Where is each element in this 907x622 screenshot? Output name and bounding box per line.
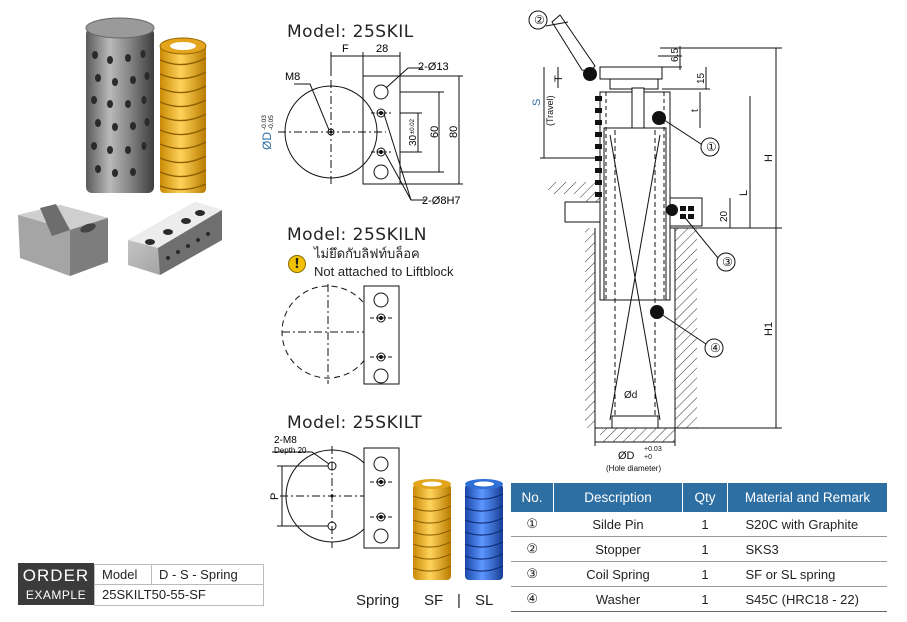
model-skil-title: Model: 25SKIL: [287, 22, 414, 42]
label-6-5: 6.5: [670, 48, 681, 62]
callout-1: ①: [706, 140, 717, 154]
model-skilt-drawing: 2-M8 Depth 20 P: [269, 435, 400, 549]
dim-p: P: [269, 493, 281, 500]
spring-sl-label: SL: [475, 592, 494, 609]
col-no: No.: [511, 483, 554, 512]
callout-2: ②: [534, 13, 545, 27]
row-no: ①: [511, 512, 554, 537]
dim-depth-20: Depth 20: [274, 446, 307, 455]
spec-table: No. Description Qty Material and Remark …: [511, 483, 887, 612]
spring-sf-label: SF: [424, 592, 444, 609]
col-material: Material and Remark: [727, 483, 887, 512]
spec-table-header: No. Description Qty Material and Remark: [511, 483, 887, 512]
order-example-badge: ORDER EXAMPLE: [18, 563, 94, 605]
assembly-drawing: ② ① ③ ④ T S (Travel) 6.5 15 t H L 20 H1 …: [528, 10, 782, 473]
col-description: Description: [553, 483, 683, 512]
label-15: 15: [696, 72, 707, 84]
lift-block-photo: [128, 202, 222, 275]
label-travel: (Travel): [545, 95, 555, 126]
label-tol-plus: +0.03: [644, 446, 662, 453]
row-no: ②: [511, 536, 554, 562]
dim-2-m8: 2-M8: [274, 435, 297, 446]
dim-m8: M8: [285, 71, 300, 83]
model-skiln-title: Model: 25SKILN: [287, 225, 427, 245]
coil-spring-photo: [159, 37, 207, 193]
dim-28: 28: [376, 43, 388, 55]
model-skiln-note-thai: ไม่ยึดกับลิฟท์บล็อค: [314, 246, 420, 261]
order-title: ORDER: [22, 566, 90, 585]
dim-80: 80: [448, 126, 460, 138]
slide-pin-photo: [85, 17, 155, 193]
dim-2-13: 2-Ø13: [418, 61, 449, 73]
label-s: S: [531, 99, 543, 106]
dim-d: ØD: [260, 132, 274, 150]
dim-d-tol-top: -0.03: [261, 115, 268, 130]
model-skilt-title: Model: 25SKILT: [287, 413, 423, 433]
dim-30-tol: ±0.02: [410, 118, 416, 134]
spring-samples: [412, 479, 504, 580]
model-skiln-note-en: Not attached to Liftblock: [314, 264, 454, 279]
row-description: Coil Spring: [553, 561, 683, 587]
dim-30: 30: [408, 134, 419, 146]
order-model-label: Model: [94, 564, 151, 585]
label-hole-diameter: (Hole diameter): [606, 464, 661, 473]
row-qty: 1: [682, 512, 728, 537]
warning-icon: !: [288, 255, 306, 273]
row-material: SF or SL spring: [727, 561, 887, 587]
label-tol-zero: +0: [644, 454, 652, 461]
label-t-small: t: [690, 109, 701, 112]
row-no: ④: [511, 586, 554, 612]
row-qty: 1: [682, 586, 728, 612]
col-qty: Qty: [682, 483, 728, 512]
spring-sf-yellow: [412, 479, 452, 580]
dim-f: F: [342, 43, 349, 55]
table-row: ② Stopper 1 SKS3: [511, 536, 887, 562]
dim-60: 60: [429, 126, 441, 138]
label-phi-D: ØD: [618, 450, 635, 462]
row-description: Silde Pin: [553, 512, 683, 537]
callout-4: ④: [710, 341, 721, 355]
spring-label: Spring: [356, 592, 400, 609]
label-l: L: [738, 190, 750, 196]
row-description: Stopper: [553, 536, 683, 562]
label-h: H: [763, 154, 775, 162]
label-20: 20: [719, 210, 730, 222]
label-phi-d: Ød: [624, 390, 637, 401]
spring-sl-blue: [464, 479, 504, 580]
product-photos: [18, 17, 222, 276]
row-qty: 1: [682, 561, 728, 587]
row-material: S45C (HRC18 - 22): [727, 586, 887, 612]
order-format: D - S - Spring: [151, 564, 264, 585]
row-description: Washer: [553, 586, 683, 612]
dim-2-8h7: 2-Ø8H7: [422, 195, 461, 207]
order-example-value: 25SKILT50-55-SF: [94, 585, 264, 606]
dim-d-tol-bottom: -0.05: [268, 115, 275, 130]
callout-3: ③: [722, 255, 733, 269]
label-t: T: [553, 75, 565, 82]
label-h1: H1: [763, 322, 775, 336]
model-skil-drawing: F 28 M8 2-Ø13 2-Ø8H7 ØD -0.03 -0.05 30 ±…: [260, 43, 463, 207]
table-row: ④ Washer 1 S45C (HRC18 - 22): [511, 586, 887, 612]
order-subtitle: EXAMPLE: [25, 588, 87, 602]
spring-separator: |: [457, 592, 461, 609]
table-row: ① Silde Pin 1 S20C with Graphite: [511, 512, 887, 537]
stopper-block-photo: [18, 204, 108, 276]
row-qty: 1: [682, 536, 728, 562]
table-row: ③ Coil Spring 1 SF or SL spring: [511, 561, 887, 587]
row-material: S20C with Graphite: [727, 512, 887, 537]
row-material: SKS3: [727, 536, 887, 562]
model-skiln-drawing: [281, 284, 400, 385]
row-no: ③: [511, 561, 554, 587]
